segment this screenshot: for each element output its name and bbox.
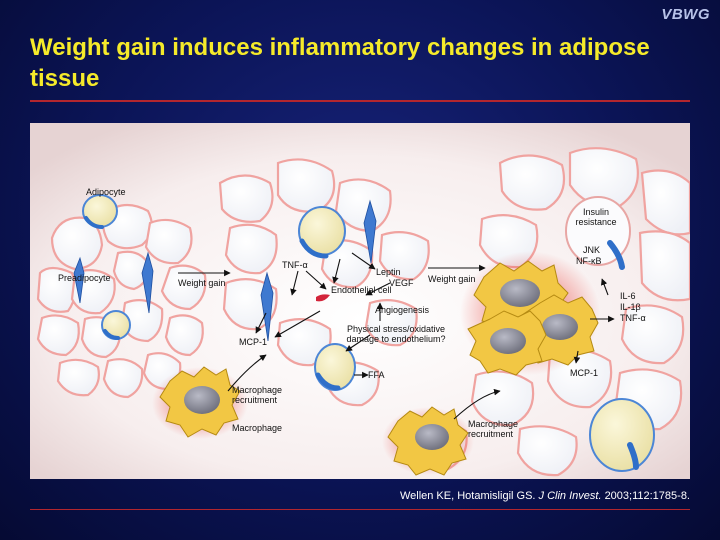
label-mcp1-left: MCP-1 bbox=[239, 337, 268, 347]
label-macrophage-recruitment-1: Macrophage recruitment bbox=[232, 385, 283, 405]
label-insulin-resistance: Insulin resistance bbox=[575, 207, 617, 227]
enlarged-adipocyte bbox=[298, 206, 346, 259]
label-weight-gain-1: Weight gain bbox=[178, 278, 226, 288]
macrophage-recruiting-left bbox=[152, 366, 248, 439]
macrophage-recruiting-bottom bbox=[382, 406, 474, 476]
arrow-macrophage-recruitment-1 bbox=[227, 354, 267, 392]
arrow-preadipocyte-to-mcp1 bbox=[255, 312, 267, 334]
label-ffa: FFA bbox=[368, 370, 385, 380]
arrow-adipocyte-to-leptin bbox=[351, 252, 376, 270]
footer-divider bbox=[30, 509, 690, 510]
diagram-artwork bbox=[30, 123, 690, 479]
label-adipocyte: Adipocyte bbox=[86, 187, 126, 197]
arrow-stress-to-ffa bbox=[345, 334, 371, 352]
preadipocyte-left bbox=[73, 251, 154, 314]
title-divider bbox=[30, 100, 690, 102]
arrow-adipocyte-down bbox=[332, 258, 341, 284]
ffa-adipocyte bbox=[314, 343, 356, 391]
citation-reference: 2003;112:1785-8. bbox=[604, 490, 690, 502]
label-il6: IL-6 bbox=[620, 291, 636, 301]
expanding-tissue-cluster bbox=[218, 158, 430, 407]
arrow-tnf-to-endothelial bbox=[305, 270, 327, 290]
label-vegf: VEGF bbox=[389, 278, 414, 288]
endothelial-cell bbox=[316, 294, 330, 302]
arrow-cytokines-to-insulin-resistance bbox=[600, 278, 609, 296]
diagram-arrows bbox=[178, 252, 615, 420]
arrow-macrophage-to-mcp1 bbox=[573, 350, 581, 364]
label-mcp1-right: MCP-1 bbox=[570, 368, 599, 378]
label-leptin: Leptin bbox=[376, 267, 401, 277]
label-endothelial-cell: Endothelial cell bbox=[331, 285, 392, 295]
label-macrophage-recruitment-2: Macrophage recruitment bbox=[468, 419, 519, 439]
label-il1b: IL-1β bbox=[620, 302, 641, 312]
label-tnf-alpha: TNF-α bbox=[282, 260, 308, 270]
macrophage-infiltrated-cluster bbox=[460, 251, 600, 376]
arrow-tnf-to-preadipocyte bbox=[290, 270, 299, 296]
label-preadipocyte: Preadipocyte bbox=[58, 273, 111, 283]
label-physical-stress: Physical stress/oxidative damage to endo… bbox=[346, 324, 446, 344]
label-tnf-alpha-right: TNF-α bbox=[620, 313, 646, 323]
label-jnk: JNK bbox=[583, 245, 601, 255]
label-nfkb: NF-κB bbox=[576, 256, 602, 266]
adipocyte-cell bbox=[82, 194, 118, 229]
slide-title: Weight gain induces inflammatory changes… bbox=[30, 34, 650, 92]
label-macrophage: Macrophage bbox=[232, 423, 283, 433]
arrow-endothelial-to-mcp1 bbox=[274, 310, 321, 338]
small-adipocyte bbox=[101, 310, 131, 340]
arrow-leptin-to-endothelial bbox=[365, 282, 391, 296]
hypertrophic-adipocyte-bottom bbox=[589, 398, 655, 472]
hypertrophic-adipocyte-top bbox=[565, 196, 631, 270]
label-angiogenesis: Angiogenesis bbox=[375, 305, 430, 315]
arrow-macrophage-recruitment-2 bbox=[453, 388, 501, 420]
citation-journal: J Clin Invest. bbox=[538, 490, 602, 502]
citation: Wellen KE, Hotamisligil GS. J Clin Inves… bbox=[400, 490, 690, 502]
adipose-inflammation-diagram: Adipocyte Preadipocyte Weight gain Weigh… bbox=[30, 123, 690, 479]
brand-logo: VBWG bbox=[661, 6, 710, 23]
lean-tissue-cluster bbox=[36, 203, 207, 399]
citation-authors: Wellen KE, Hotamisligil GS. bbox=[399, 490, 536, 502]
label-weight-gain-2: Weight gain bbox=[428, 274, 476, 284]
